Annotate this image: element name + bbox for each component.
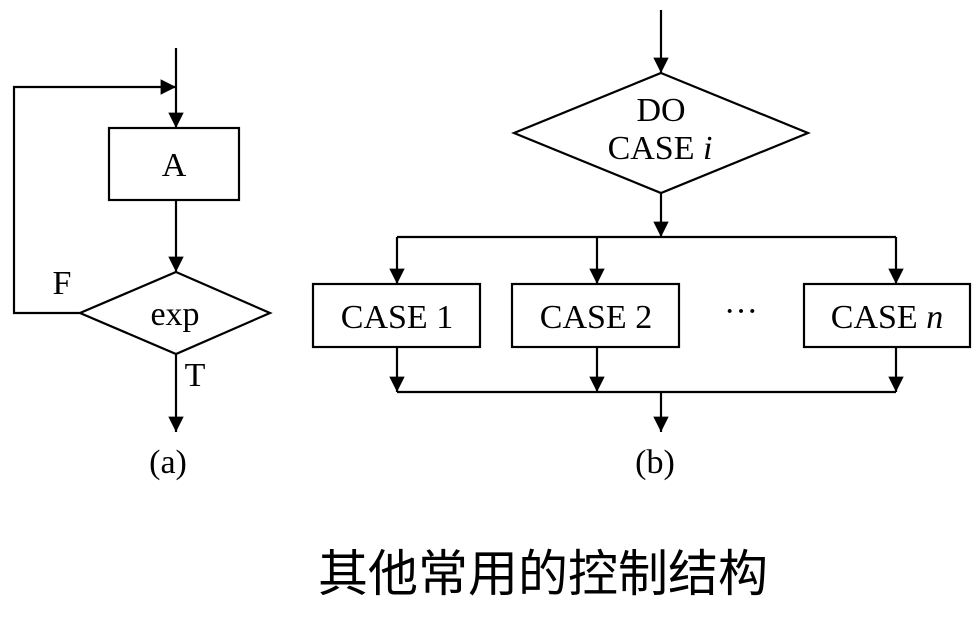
false-loop-arrow [12,79,176,315]
case-ellipsis: ··· [724,293,758,330]
case-label-2: CASE 2 [540,299,652,336]
figure-caption: 其他常用的控制结构 [318,545,768,603]
case-box-n [802,282,972,349]
process-label: A [162,147,187,184]
diagram-a: A exp F T (a) [12,48,273,481]
case-box-2 [510,282,681,349]
diagram-b: DO CASE i CASE 1 CASE 2 ··· CASE n (b) [311,10,972,481]
case-label-1: CASE 1 [341,299,453,336]
decision-label: exp [150,296,199,333]
case-label-n: CASE n [831,299,943,336]
true-label: T [185,357,206,394]
case-decision-line2: CASE i [608,130,713,167]
sublabel-a: (a) [149,444,187,481]
false-label: F [53,265,72,302]
process-box [107,126,241,202]
sublabel-b: (b) [635,444,675,481]
case-decision-line1: DO [636,92,685,129]
